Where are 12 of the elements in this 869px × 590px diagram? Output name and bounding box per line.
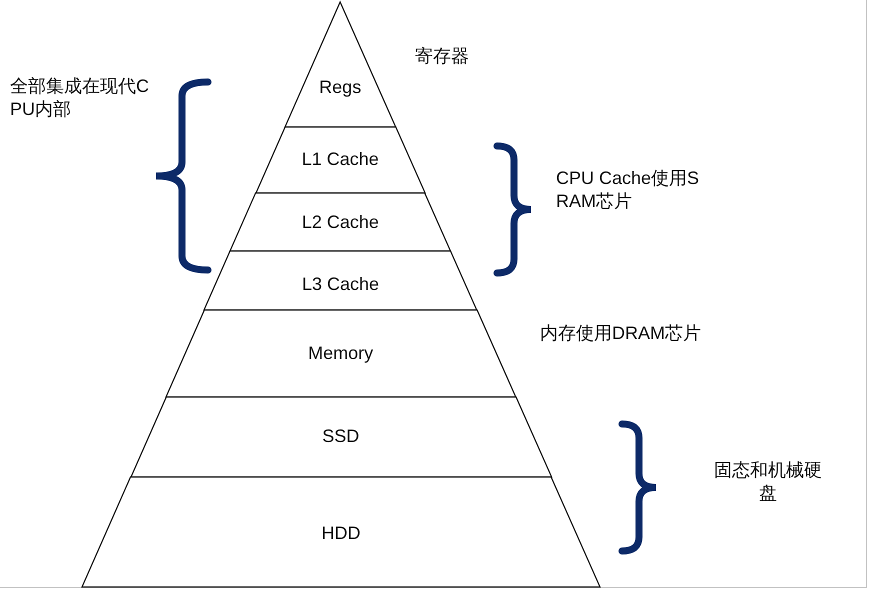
- annotation-text: 全部集成在现代CPU内部: [10, 75, 150, 122]
- layer-label: HDD: [320, 523, 362, 544]
- layer-label: L3 Cache: [300, 274, 380, 295]
- annotation-text: 寄存器: [415, 45, 470, 68]
- annotation-text: 内存使用DRAM芯片: [540, 322, 702, 345]
- layer-label: L1 Cache: [300, 149, 380, 170]
- layer-label: Memory: [307, 343, 374, 364]
- layer-label: Regs: [318, 77, 362, 98]
- annotation-text: CPU Cache使用SRAM芯片: [556, 167, 700, 214]
- layer-label: L2 Cache: [300, 212, 380, 233]
- annotation-text: 固态和机械硬盘: [713, 459, 823, 506]
- layer-label: SSD: [321, 426, 360, 447]
